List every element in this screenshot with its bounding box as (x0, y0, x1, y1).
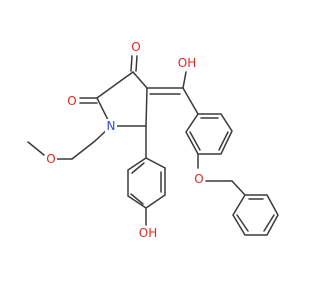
atom-labels: O O N OH O OH O (45, 40, 205, 240)
bond-ch2-phenyl (231, 180, 246, 196)
hydroxyphenyl-hexagon (127, 157, 166, 209)
atom-n1: N (105, 119, 117, 133)
atom-ether-o-label: O (194, 172, 203, 186)
atom-phenol-oh: OH (137, 226, 159, 240)
atom-o-left-label: O (67, 94, 76, 108)
atom-enol-oh: OH (176, 56, 198, 70)
atom-o-left: O (66, 94, 78, 108)
hydroxyphenyl-inner-2 (130, 193, 144, 205)
atom-n1-label: N (107, 119, 116, 133)
molecule-structure: O O N OH O OH O (27, 40, 279, 240)
bond-c3-c2 (96, 71, 134, 99)
bond-c4-c3 (132, 71, 148, 89)
pyrrolidinone-ring (96, 71, 148, 127)
phenyl-hexagon (232, 194, 279, 236)
bond-c3-o-top-a (130, 55, 133, 72)
bond-ch2-ch2 (71, 140, 96, 160)
atom-o-top-label: O (131, 40, 140, 54)
atom-o-top: O (130, 40, 142, 54)
bond-cexo-ring (182, 87, 199, 115)
hydroxyphenyl-inner-3 (131, 162, 145, 174)
benzyloxyphenyl-inner-2 (218, 131, 229, 151)
atom-methoxy-o: O (45, 152, 57, 166)
phenyl-inner-2 (263, 214, 275, 232)
hydroxyphenyl-ring (127, 125, 166, 226)
benzyloxyphenyl-hexagon (185, 113, 233, 155)
atom-ether-o: O (193, 172, 205, 186)
phenyl-ring (232, 194, 279, 236)
bond-c5-c4 (145, 87, 148, 127)
bond-cexo-oh (182, 71, 187, 89)
phenyl-inner-3 (236, 214, 249, 232)
bond-o-ch3 (27, 141, 45, 156)
benzyloxyphenyl-ring (185, 113, 246, 196)
enol-group (146, 71, 199, 115)
atom-enol-oh-label: OH (178, 56, 196, 70)
methoxyethyl-chain (27, 125, 112, 160)
atom-phenol-oh-label: OH (139, 226, 157, 240)
bond-c3-o-top-b (135, 55, 138, 72)
carbonyl-bonds (79, 55, 138, 104)
atom-methoxy-o-label: O (46, 152, 55, 166)
benzyloxyphenyl-inner-3 (189, 131, 201, 151)
